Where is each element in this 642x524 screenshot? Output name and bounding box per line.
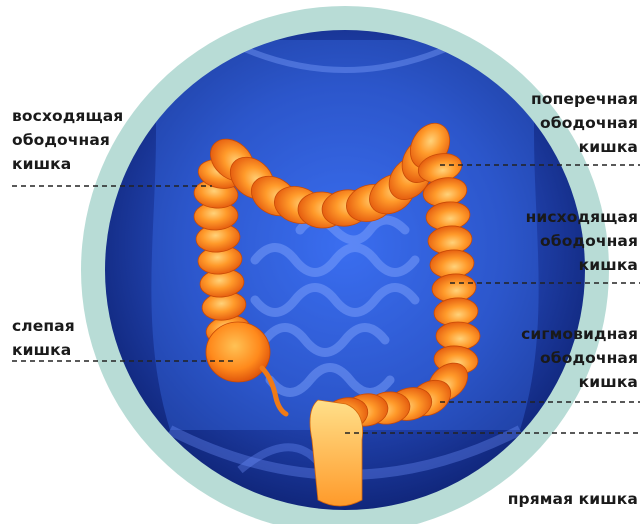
label-transverse-line-1: поперечная [531,87,638,111]
label-transverse-line-3: кишка [531,135,638,159]
label-descending-line-3: кишка [526,253,638,277]
label-cecum: слепая кишка [12,314,75,362]
label-cecum-line-1: слепая [12,314,75,338]
label-ascending-colon: восходящая ободочная кишка [12,104,123,176]
label-rectum-line-1: прямая кишка [508,487,638,511]
label-descending-line-2: ободочная [526,229,638,253]
label-ascending-line-2: ободочная [12,128,123,152]
label-sigmoid-colon: сигмовидная ободочная кишка [521,322,638,394]
label-cecum-line-2: кишка [12,338,75,362]
rectum [310,400,363,506]
cecum-pouch [206,322,270,382]
label-ascending-line-1: восходящая [12,104,123,128]
label-sigmoid-line-1: сигмовидная [521,322,638,346]
label-descending-line-1: нисходящая [526,205,638,229]
label-rectum: прямая кишка [508,487,638,511]
label-ascending-line-3: кишка [12,152,123,176]
label-sigmoid-line-3: кишка [521,370,638,394]
label-transverse-line-2: ободочная [531,111,638,135]
label-transverse-colon: поперечная ободочная кишка [531,87,638,159]
label-descending-colon: нисходящая ободочная кишка [526,205,638,277]
label-sigmoid-line-2: ободочная [521,346,638,370]
